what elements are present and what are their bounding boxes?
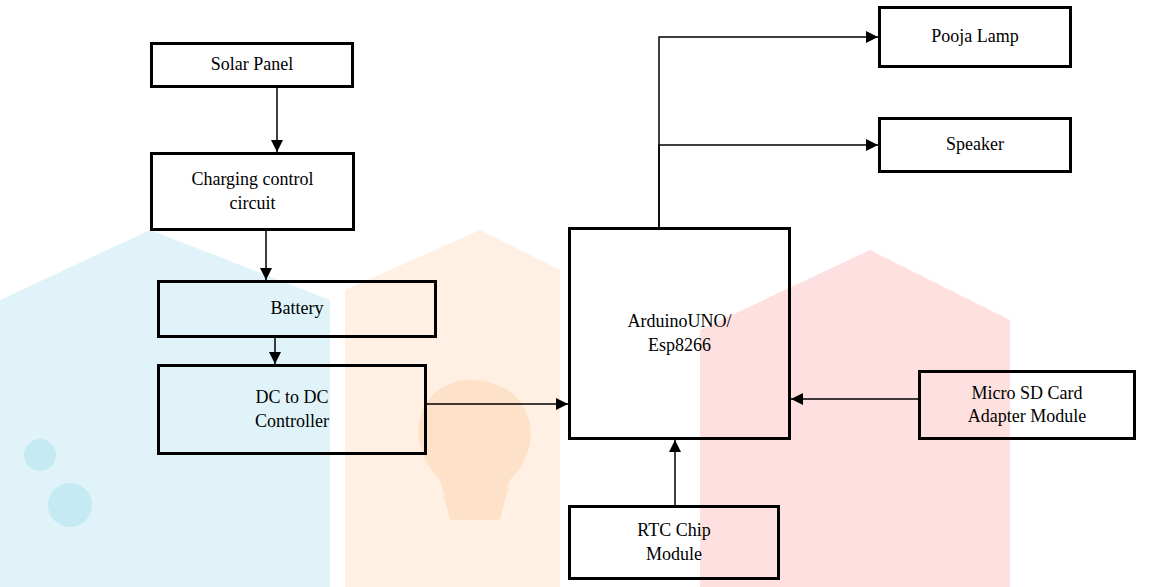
box-label: Pooja Lamp [931, 25, 1019, 48]
process-box: Charging control circuit [150, 152, 355, 231]
process-box: DC to DC Controller [157, 364, 427, 455]
box-label: Charging control circuit [178, 168, 328, 215]
watermark-bulb [419, 380, 531, 520]
flow-arrow [659, 145, 878, 227]
box-label: RTC Chip Module [624, 519, 724, 566]
flow-arrow [674, 440, 676, 505]
watermark-shape [345, 230, 560, 587]
watermark-dot [24, 439, 56, 471]
input-box: Micro SD Card Adapter Module [918, 370, 1136, 440]
input-box: RTC Chip Module [568, 505, 780, 580]
watermark-shape [0, 230, 330, 587]
flow-arrow [791, 398, 918, 400]
box-label: DC to DC Controller [237, 386, 347, 433]
output-box: Speaker [878, 117, 1072, 173]
box-label: Battery [271, 297, 324, 320]
watermark-shape [700, 250, 1010, 587]
box-label: Speaker [946, 133, 1004, 156]
box-label: ArduinoUNO/ Esp8266 [615, 310, 745, 357]
watermark-dot [48, 483, 92, 527]
box-label: Solar Panel [211, 53, 294, 76]
flow-arrow [659, 37, 878, 227]
storage-box: Battery [157, 280, 437, 338]
flow-arrow [265, 231, 267, 280]
controller-box: ArduinoUNO/ Esp8266 [568, 227, 791, 440]
output-box: Pooja Lamp [878, 6, 1072, 68]
flow-arrow [274, 338, 276, 364]
flow-arrow [427, 403, 568, 405]
box-label: Micro SD Card Adapter Module [957, 382, 1097, 429]
source-box: Solar Panel [150, 42, 354, 88]
flow-arrow [276, 88, 278, 152]
